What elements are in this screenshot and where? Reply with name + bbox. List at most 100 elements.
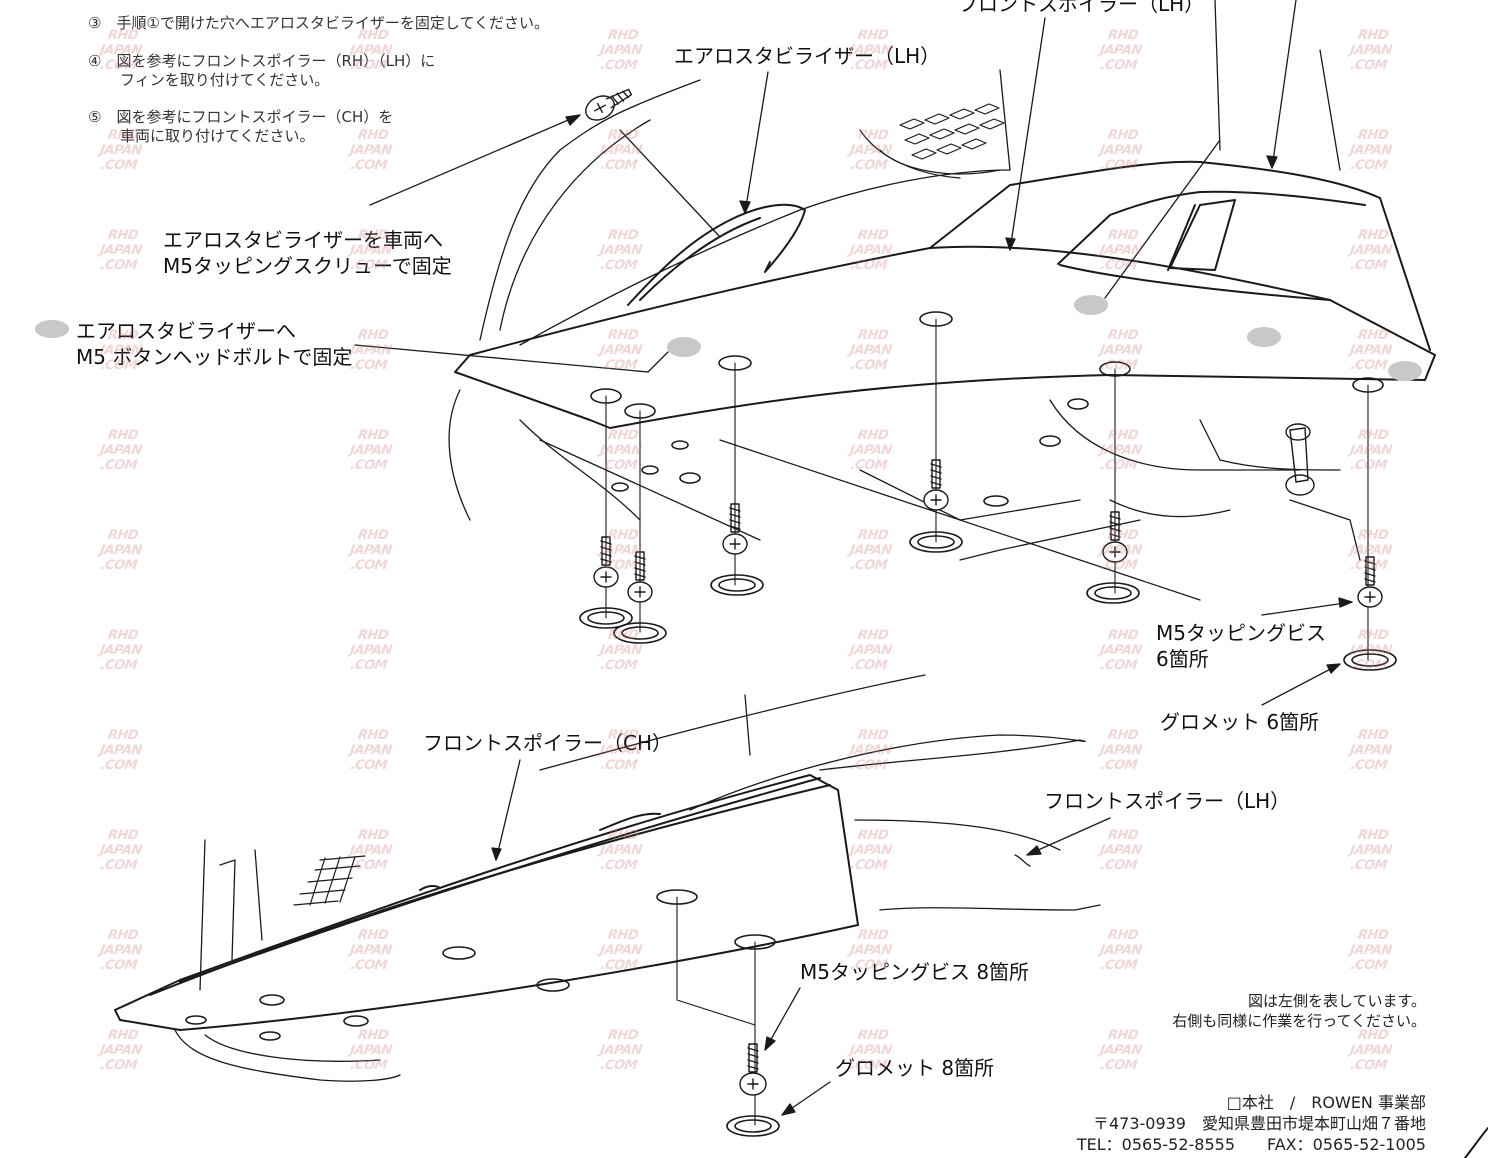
lower-spoiler-holes (185, 889, 776, 1041)
footer-company: □本社 / ROWEN 事業部 (1226, 1093, 1426, 1112)
label-bolt-legend-line-2: M5 ボタンヘッドボルトで固定 (76, 345, 353, 369)
watermark-logo: RHD JAPAN .COM (1098, 728, 1143, 773)
watermark-logo: RHD JAPAN .COM (598, 228, 643, 273)
watermark-logo: RHD JAPAN .COM (848, 228, 893, 273)
lower-vehicle-body-lines (174, 674, 1101, 1082)
label-stabilizer-screw-line-2: M5タッピングスクリューで固定 (163, 254, 452, 278)
watermark-logo: RHD JAPAN .COM (598, 528, 643, 573)
button-head-bolt-markers (35, 295, 1422, 381)
lower-leader-lines (491, 759, 1111, 1116)
label-stabilizer-screw-line-1: エアロスタビライザーを車両へ (163, 228, 443, 252)
step-3: ③ 手順①で開けた穴へエアロスタビライザーを固定してください。 (88, 14, 549, 33)
tapping-screw-icon (739, 1043, 767, 1096)
watermark-logo: RHD JAPAN .COM (1098, 828, 1143, 873)
step-number: ⑤ (88, 108, 102, 126)
watermark-logo: RHD JAPAN .COM (1098, 228, 1143, 273)
grommet-icon (1086, 582, 1140, 604)
watermark-logo: RHD JAPAN .COM (98, 928, 143, 973)
step-text: 図を参考にフロントスポイラー（RH）（LH）に (116, 52, 436, 70)
watermark-logo: RHD JAPAN .COM (348, 628, 393, 673)
watermark-logo: RHD JAPAN .COM (348, 428, 393, 473)
watermark-logo: RHD JAPAN .COM (1348, 728, 1393, 773)
bolt-marker-4 (1388, 361, 1422, 381)
watermark-logo: RHD JAPAN .COM (98, 528, 143, 573)
front-spoiler-lh-upper-part (454, 160, 1436, 429)
watermark-logo: RHD JAPAN .COM (98, 228, 143, 273)
watermark-logo: RHD JAPAN .COM (848, 728, 893, 773)
tapping-screw-icon (923, 459, 949, 511)
footer-address: 〒473-0939 愛知県豊田市堤本町山畑７番地 (1092, 1114, 1426, 1133)
watermark-logo: RHD JAPAN .COM (848, 828, 893, 873)
watermark-logo: RHD JAPAN .COM (1348, 28, 1393, 73)
grommet-icon (726, 1115, 780, 1137)
grommet-icon (613, 622, 667, 644)
upper-vehicle-body-lines (448, 0, 1361, 601)
stabilizer-screw-icon (585, 88, 633, 121)
watermark-logo: RHD JAPAN .COM (348, 528, 393, 573)
label-front-spoiler-ch: フロントスポイラー（CH） (423, 731, 673, 755)
watermark-logo: RHD JAPAN .COM (1098, 428, 1143, 473)
bolt-marker-2 (1074, 295, 1108, 315)
watermark-logo: RHD JAPAN .COM (598, 428, 643, 473)
watermark-logo: RHD JAPAN .COM (98, 428, 143, 473)
tapping-screw-icon (1102, 511, 1128, 563)
watermark-logo: RHD JAPAN .COM (598, 328, 643, 373)
grommet-icon (579, 607, 633, 629)
stabilizer-link-drawing (1285, 423, 1315, 496)
watermark-logo: RHD JAPAN .COM (598, 128, 643, 173)
step-number: ④ (88, 52, 102, 70)
watermark-logo: RHD JAPAN .COM (848, 628, 893, 673)
grommets-lower (726, 1115, 780, 1137)
watermark-logo: RHD JAPAN .COM (1098, 328, 1143, 373)
watermark-logo: RHD JAPAN .COM (848, 328, 893, 373)
grommets-upper (579, 531, 1397, 671)
watermark-logo: RHD JAPAN .COM (598, 628, 643, 673)
note-line-1: 図は左側を表しています。 (1247, 992, 1426, 1010)
watermark-logo: RHD JAPAN .COM (1348, 328, 1393, 373)
tapping-screw-icon (593, 536, 619, 588)
watermark-logo: RHD JAPAN .COM (98, 628, 143, 673)
watermark-logo: RHD JAPAN .COM (1098, 528, 1143, 573)
watermark-logo: RHD JAPAN .COM (1348, 1028, 1393, 1073)
watermark-logo: RHD JAPAN .COM (848, 528, 893, 573)
tapping-screw-icon (1357, 556, 1383, 608)
step-text: 図を参考にフロントスポイラー（CH）を (116, 108, 394, 126)
label-front-spoiler-lh-bottom: フロントスポイラー（LH） (1044, 789, 1291, 813)
footer-contact: TEL：0565-52-8555 FAX：0565-52-1005 (1076, 1135, 1426, 1154)
label-front-spoiler-lh-top: フロントスポイラー（LH） (958, 0, 1205, 16)
watermark-logo: RHD JAPAN .COM (348, 1028, 393, 1073)
legend-bolt-marker (35, 320, 69, 338)
watermark-logo: RHD JAPAN .COM (1098, 1028, 1143, 1073)
watermark-logo: RHD JAPAN .COM (598, 928, 643, 973)
front-spoiler-ch-part (114, 774, 859, 1031)
watermark-logo: RHD JAPAN .COM (848, 128, 893, 173)
watermark-logo: RHD JAPAN .COM (348, 28, 393, 73)
watermark-logo: RHD JAPAN .COM (1348, 528, 1393, 573)
watermark-logo: RHD JAPAN .COM (598, 28, 643, 73)
step-5-line-2: 車両に取り付けてください。 (120, 127, 315, 145)
watermark-logo: RHD JAPAN .COM (598, 728, 643, 773)
watermark-logo: RHD JAPAN .COM (1098, 128, 1143, 173)
watermark-logo: RHD JAPAN .COM (348, 128, 393, 173)
watermark-logo: RHD JAPAN .COM (1098, 28, 1143, 73)
step-5: ⑤ 図を参考にフロントスポイラー（CH）を (88, 108, 393, 127)
label-grommet-6: グロメット 6箇所 (1160, 710, 1320, 734)
watermark-logo: RHD JAPAN .COM (348, 228, 393, 273)
tapping-screw-icon (627, 551, 653, 603)
watermark-logo: RHD JAPAN .COM (1348, 128, 1393, 173)
step-4: ④ 図を参考にフロントスポイラー（RH）（LH）に (88, 52, 435, 71)
step-4-line-2: フィンを取り付けてください。 (120, 71, 330, 89)
watermark-logo: RHD JAPAN .COM (598, 1028, 643, 1073)
label-tapping-screw-8: M5タッピングビス 8箇所 (800, 960, 1030, 984)
watermark-logo: RHD JAPAN .COM (848, 928, 893, 973)
tapping-screw-icon (722, 503, 748, 555)
upper-spoiler-holes (590, 311, 1384, 507)
upper-leader-lines (354, 0, 1353, 706)
page-corner-curl (1464, 1127, 1488, 1158)
watermark-logo: RHD JAPAN .COM (1348, 628, 1393, 673)
upper-vent-grille (859, 103, 1005, 179)
label-grommet-8: グロメット 8箇所 (835, 1056, 995, 1080)
watermark-logo: RHD JAPAN .COM (98, 728, 143, 773)
